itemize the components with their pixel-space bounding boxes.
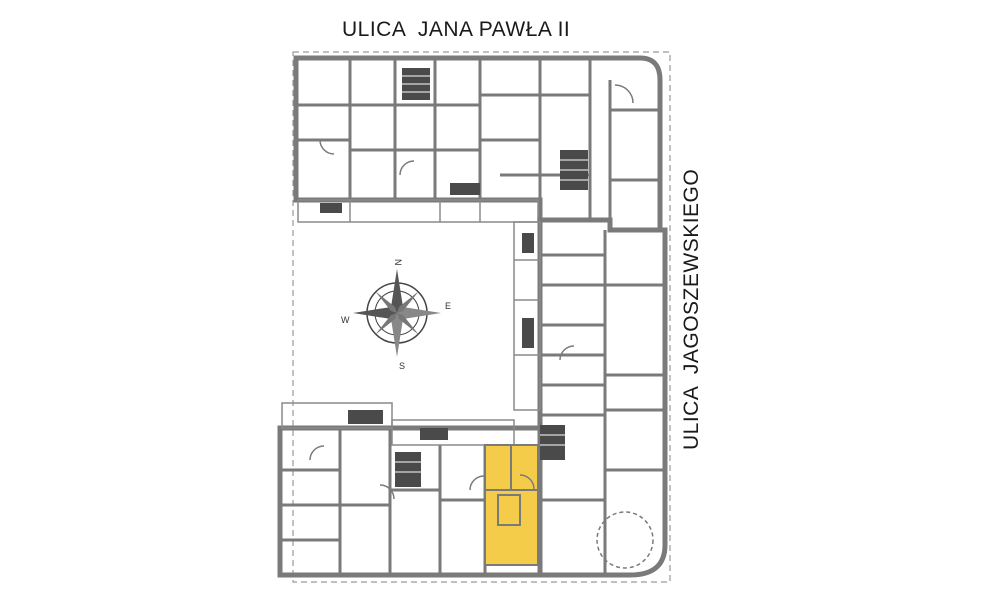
door-swings — [309, 84, 634, 500]
north-wing-rooms — [296, 60, 660, 220]
south-wing — [277, 425, 543, 578]
east-terraces — [513, 221, 541, 411]
compass-rose: N E S W — [341, 259, 451, 371]
compass-east: E — [445, 301, 451, 311]
compass-west: W — [341, 315, 350, 325]
site-boundary — [292, 51, 671, 583]
south-terraces — [281, 402, 515, 446]
east-wing — [537, 217, 668, 578]
stair-treads — [395, 75, 588, 473]
compass-south: S — [399, 361, 405, 371]
stairs — [320, 68, 588, 487]
compass-north: N — [393, 259, 403, 266]
street-label-top: ULICA JANA PAWŁA II — [342, 18, 571, 41]
north-terraces — [297, 199, 539, 223]
selected-apartment-interior — [485, 445, 538, 526]
south-wing-rooms — [280, 428, 487, 575]
east-wing-rooms — [540, 230, 665, 575]
corner-circle — [596, 511, 654, 569]
